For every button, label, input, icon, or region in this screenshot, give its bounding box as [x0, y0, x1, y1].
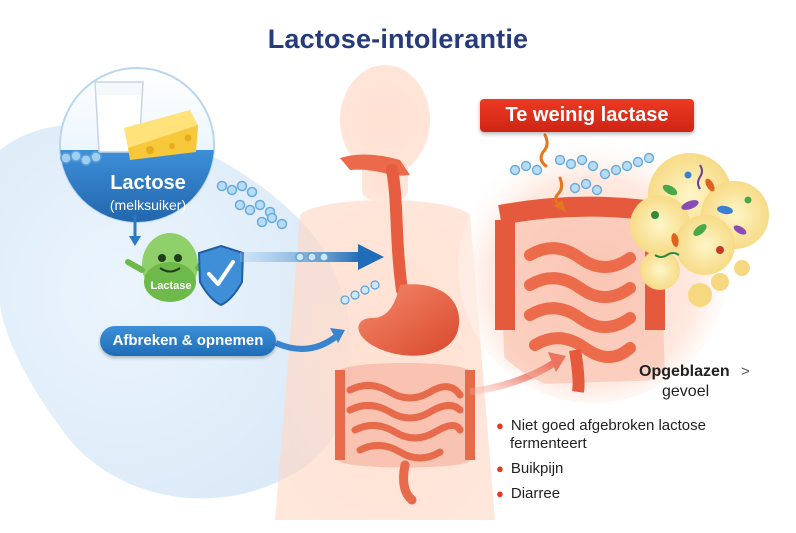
bloating-label-line2: gevoel	[662, 383, 710, 400]
bacteria-icons	[651, 164, 752, 258]
lactase-deficiency-label: Te weinig lactase	[480, 99, 694, 132]
symptom-item-fermentation: ● Niet goed afgebroken lactose fermenteer…	[496, 417, 746, 453]
bloating-arrow: >	[741, 363, 750, 380]
orange-squiggle-arrows	[539, 133, 566, 212]
symptom-text: Niet goed afgebroken lactose	[510, 417, 706, 434]
cheese-icon	[124, 110, 198, 160]
absorb-label: Afbreken & opnemen	[100, 326, 276, 356]
symptom-text-cont: fermenteert	[510, 435, 587, 452]
lactose-molecules-left	[60, 150, 102, 166]
background-blue-region	[0, 123, 353, 499]
lactose-circle	[59, 67, 215, 223]
bullet-dot: ●	[496, 418, 504, 433]
lactose-sublabel: (melksuiker)	[109, 197, 187, 213]
esophagus-and-mouth	[340, 154, 410, 296]
intestines-small	[335, 363, 475, 505]
bloating-label-line1: Opgeblazen	[639, 363, 730, 380]
shield-check-icon	[197, 244, 245, 307]
symptom-text: Diarree	[510, 485, 561, 502]
symptom-item-diarrhea: ● Diarree	[496, 485, 560, 503]
symptom-item-abdominal-pain: ● Buikpijn	[496, 460, 563, 478]
blue-down-arrow	[129, 215, 141, 246]
blue-curved-arrow	[274, 328, 345, 352]
lactose-molecules-gut	[509, 152, 655, 196]
bacteria-gas-cloud	[630, 153, 769, 307]
stomach	[358, 284, 460, 356]
lactase-enzyme-label: Lactase	[150, 280, 192, 292]
molecules-near-stomach	[340, 280, 380, 305]
bullet-dot: ●	[496, 461, 504, 476]
symptom-text: Buikpijn	[510, 460, 564, 477]
lactase-enzyme-mascot	[125, 233, 213, 302]
bullet-dot: ●	[496, 486, 504, 501]
blue-arrow-to-body	[240, 244, 384, 270]
page-title: Lactose-intolerantie	[267, 24, 529, 54]
lactose-label: Lactose	[110, 172, 186, 194]
lactose-molecules-flow	[216, 180, 288, 230]
